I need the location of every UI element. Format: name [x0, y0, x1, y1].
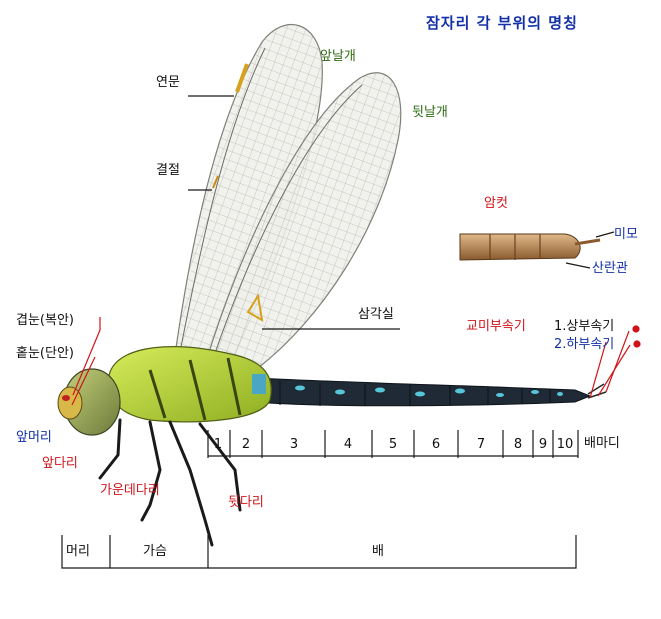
segment-9: 9: [538, 437, 548, 452]
segment-2: 2: [241, 437, 251, 452]
segment-6: 6: [431, 437, 441, 452]
label-head: 머리: [66, 544, 90, 559]
abdomen: [254, 377, 607, 407]
segment-ruler: [207, 430, 579, 458]
label-abdomen: 배: [372, 544, 384, 559]
segment-8: 8: [513, 437, 523, 452]
thorax: [107, 346, 272, 423]
segment-1: 1: [213, 437, 223, 452]
label-female-tip: 암컷: [484, 196, 508, 211]
label-thorax: 가슴: [143, 544, 167, 559]
label-abdominal-segments: 배마디: [584, 436, 620, 451]
segment-3: 3: [289, 437, 299, 452]
diagram-title: 잠자리 각 부위의 명칭: [426, 14, 578, 32]
label-hindwing: 뒷날개: [412, 105, 448, 120]
label-frons: 앞머리: [16, 430, 52, 445]
forewing: [174, 24, 323, 361]
legs: [98, 418, 242, 547]
label-caudal-appendage: 교미부속기: [466, 319, 526, 334]
label-forewing: 앞날개: [320, 49, 356, 64]
hindwing: [204, 72, 402, 369]
label-superior-appendage: 1.상부속기: [554, 319, 615, 334]
segment-7: 7: [476, 437, 486, 452]
head: [57, 368, 121, 436]
leader-lines: [188, 95, 615, 330]
label-compound-eye: 겹눈(복안): [16, 313, 74, 328]
red-leader-lines: [71, 317, 641, 406]
segment-10: 10: [556, 437, 574, 452]
label-foreleg: 앞다리: [42, 456, 78, 471]
segment-4: 4: [343, 437, 353, 452]
label-nodus: 결절: [156, 163, 180, 178]
label-midleg: 가운데다리: [100, 483, 160, 498]
label-pterostigma: 연문: [156, 75, 180, 90]
segment-5: 5: [388, 437, 398, 452]
label-inferior-appendage: 2.하부속기: [554, 337, 615, 352]
label-triangle: 삼각실: [358, 307, 394, 322]
female-tip-inset: [459, 233, 601, 261]
label-cercus: 미모: [614, 227, 638, 242]
region-brackets: [61, 535, 577, 569]
label-hindleg: 뒷다리: [228, 495, 264, 510]
label-ovipositor: 산란관: [592, 261, 628, 276]
label-ocellus: 홑눈(단안): [16, 346, 74, 361]
